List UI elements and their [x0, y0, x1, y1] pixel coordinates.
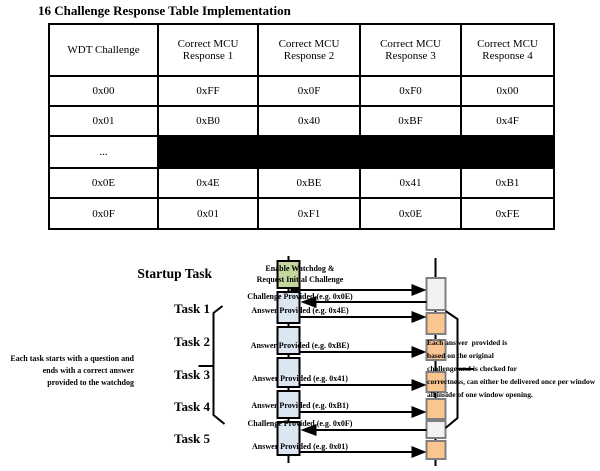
arrow-head-right [411, 284, 427, 296]
cell-challenge: 0x00 [48, 75, 159, 107]
response-window-box-2 [425, 339, 447, 361]
message-answer-provided-5: Answer Provided (e.g. 0x01) [252, 442, 348, 451]
cell-response: 0xBF [359, 105, 462, 137]
watchdog-activation-box [425, 277, 447, 311]
table-header-row: WDT Challenge Correct MCU Response 1 Cor… [48, 23, 555, 77]
col-header-response-2: Correct MCU Response 2 [257, 23, 361, 77]
arrow-head-right [411, 311, 427, 323]
message-challenge-provided-2: Challenge Provided (e.g. 0x0F) [247, 419, 353, 428]
task-4-box [276, 390, 301, 419]
right-annotation-note: Each answer provided is based on the ori… [427, 338, 596, 399]
cell-ellipsis: ... [48, 135, 159, 169]
cell-response: 0xF0 [359, 75, 462, 107]
left-annotation-note: Each task starts with a question and end… [10, 354, 134, 387]
cell-response: 0xF1 [257, 197, 361, 230]
task-3-box [276, 357, 301, 388]
page-title: 16 Challenge Response Table Implementati… [38, 3, 291, 18]
cell-response: 0x00 [460, 75, 555, 107]
col-header-response-4: Correct MCU Response 4 [460, 23, 555, 77]
arrow-head-right [411, 346, 427, 358]
startup-task-label: Startup Task [137, 266, 212, 281]
message-answer-provided-2: Answer Provided (e.g. 0xBE) [250, 341, 350, 350]
message-answer-provided-3: Answer Provided (e.g. 0x41) [252, 374, 348, 383]
response-window-box-5 [425, 440, 447, 460]
response-window-box-1 [425, 312, 447, 335]
left-bracket [212, 305, 226, 425]
challenge-response-table: WDT Challenge Correct MCU Response 1 Cor… [48, 23, 555, 230]
table-row: 0x01 0xB0 0x40 0xBF 0x4F [48, 105, 555, 137]
cell-response: 0xBE [257, 167, 361, 199]
table-row-ellipsis: ... [48, 135, 555, 169]
cell-response: 0x41 [359, 167, 462, 199]
task-5-box [276, 421, 301, 456]
redacted-cell [157, 135, 259, 169]
cell-response: 0x40 [257, 105, 361, 137]
response-window-box-3 [425, 371, 447, 393]
message-answer-provided-1: Answer Provided (e.g. 0x4E) [251, 306, 349, 315]
cell-response: 0xFF [157, 75, 259, 107]
arrow-head-right [411, 406, 427, 418]
table-row: 0x0E 0x4E 0xBE 0x41 0xB1 [48, 167, 555, 199]
col-header-wdt-challenge: WDT Challenge [48, 23, 159, 77]
arrow-head-left [300, 296, 317, 308]
message-challenge-provided-1: Challenge Provided (e.g. 0x0E) [247, 292, 353, 301]
cell-response: 0xB0 [157, 105, 259, 137]
redacted-cell [460, 135, 555, 169]
col-header-response-3: Correct MCU Response 3 [359, 23, 462, 77]
cell-response: 0x01 [157, 197, 259, 230]
arrow-head-right [411, 379, 427, 391]
redacted-cell [359, 135, 462, 169]
table-row: 0x0F 0x01 0xF1 0x0E 0xFE [48, 197, 555, 230]
response-window-box-4 [425, 398, 447, 420]
cell-challenge: 0x0F [48, 197, 159, 230]
message-enable-watchdog: Enable Watchdog & Request Initial Challe… [256, 264, 344, 284]
watchdog-challenge-box [425, 420, 447, 439]
table-row: 0x00 0xFF 0x0F 0xF0 0x00 [48, 75, 555, 107]
task-4-label: Task 4 [173, 399, 210, 414]
col-header-response-1: Correct MCU Response 1 [157, 23, 259, 77]
task-5-label: Task 5 [173, 431, 210, 446]
cell-response: 0xB1 [460, 167, 555, 199]
cell-response: 0xFE [460, 197, 555, 230]
redacted-cell [257, 135, 361, 169]
cell-challenge: 0x0E [48, 167, 159, 199]
cell-response: 0x0F [257, 75, 361, 107]
cell-response: 0x4E [157, 167, 259, 199]
cell-challenge: 0x01 [48, 105, 159, 137]
arrow-head-left [300, 424, 317, 436]
task-1-box [276, 291, 301, 324]
cell-response: 0x0E [359, 197, 462, 230]
task-3-label: Task 3 [173, 367, 210, 382]
message-answer-provided-4: Answer Provided (e.g. 0xB1) [251, 401, 349, 410]
arrow-head-right [411, 446, 427, 458]
task-1-label: Task 1 [173, 301, 210, 316]
task-2-label: Task 2 [173, 334, 210, 349]
challenge-response-table-container: WDT Challenge Correct MCU Response 1 Cor… [48, 23, 555, 230]
startup-task-box [276, 260, 301, 289]
cell-response: 0x4F [460, 105, 555, 137]
task-2-box [276, 326, 301, 355]
